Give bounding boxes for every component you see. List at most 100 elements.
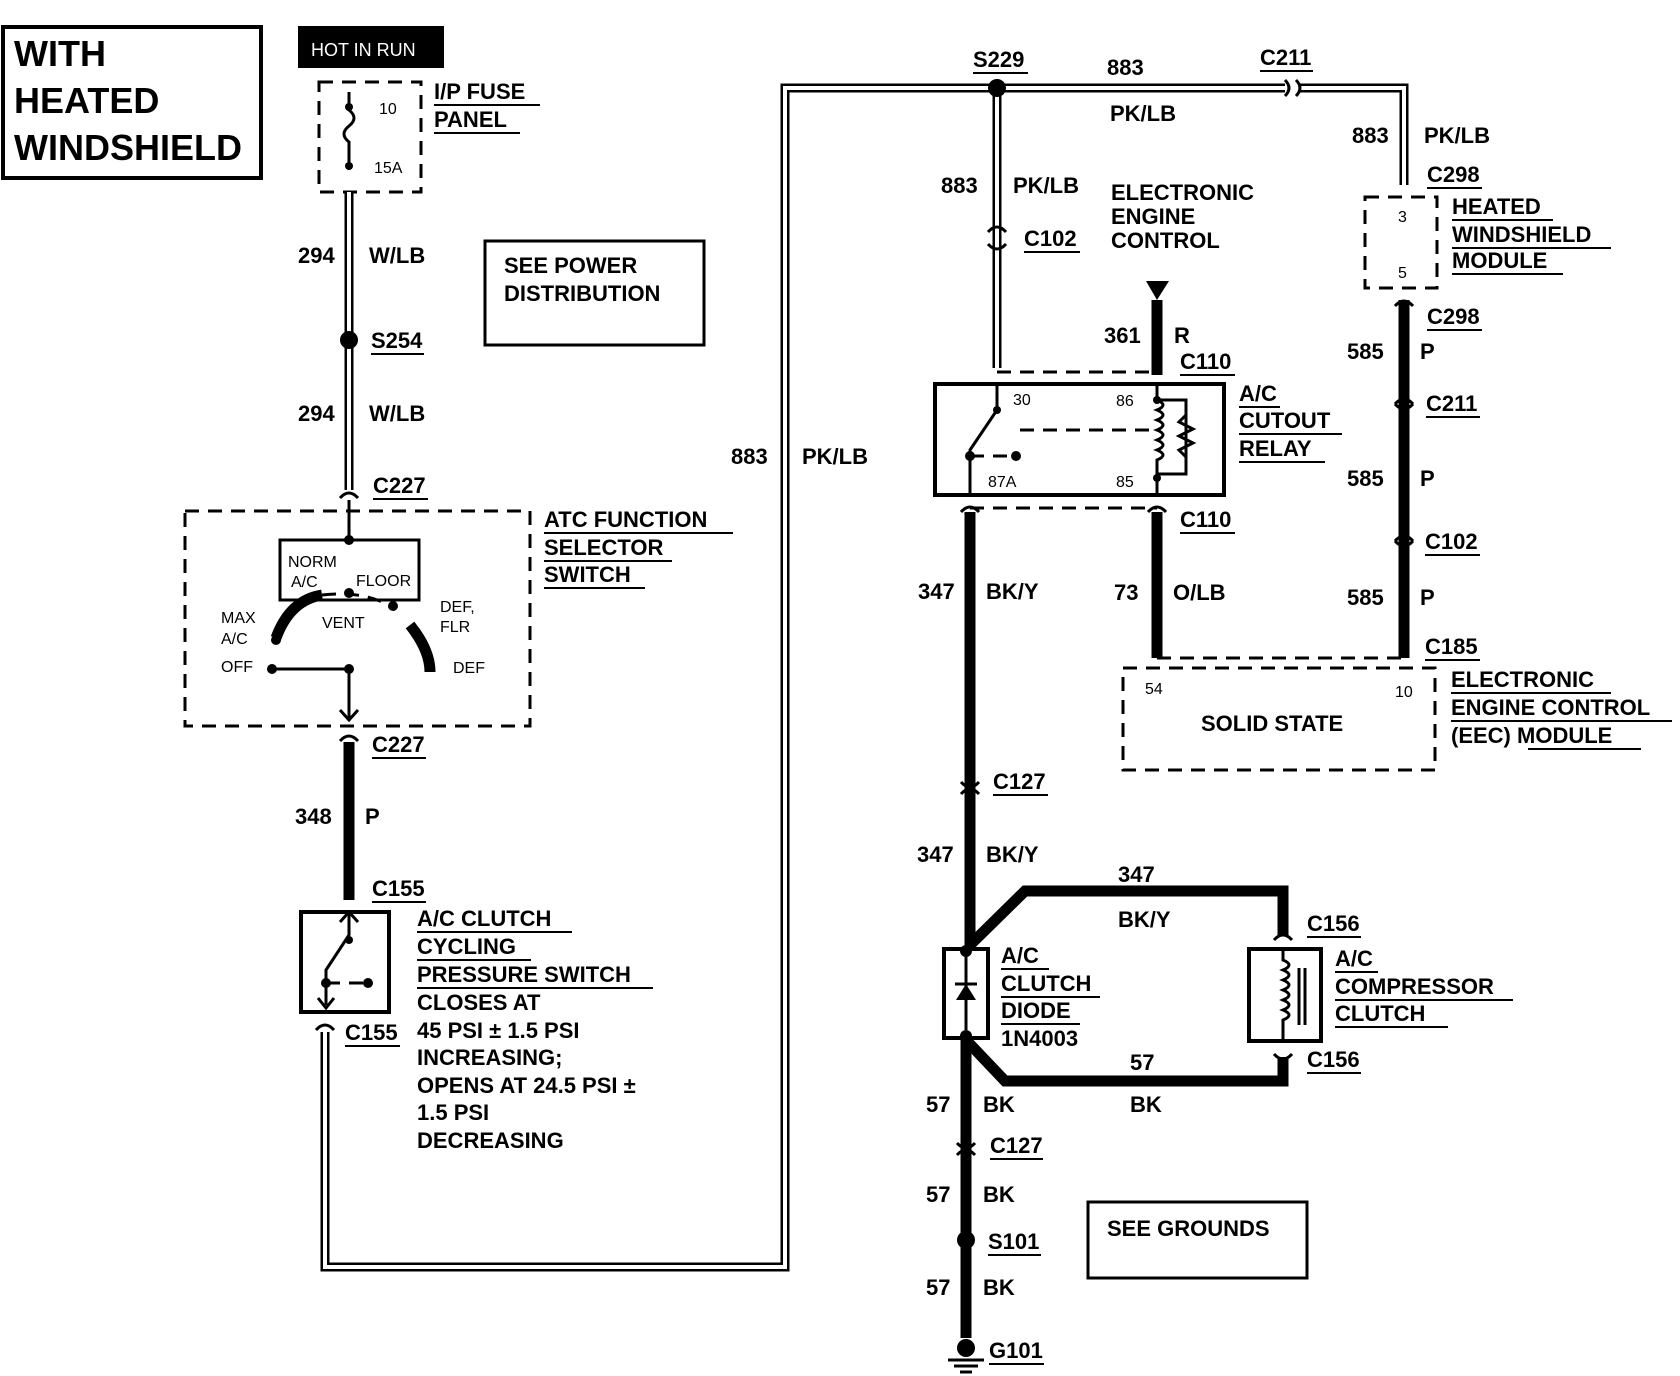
svg-text:VENT: VENT (322, 615, 365, 632)
svg-text:CLUTCH: CLUTCH (1001, 971, 1091, 996)
svg-text:ATC FUNCTION: ATC FUNCTION (544, 507, 707, 532)
w294b-num: 294 (298, 401, 335, 426)
svg-text:585: 585 (1347, 466, 1384, 491)
svg-text:57: 57 (926, 1275, 950, 1300)
ground-g101 (957, 1339, 975, 1357)
svg-text:585: 585 (1347, 585, 1384, 610)
fuse-panel: 10 15A I/P FUSE PANEL (317, 79, 540, 194)
ac-compressor-clutch: A/C COMPRESSOR CLUTCH (1247, 946, 1513, 1043)
svg-text:PK/LB: PK/LB (1013, 173, 1079, 198)
see-grounds-box: SEE GROUNDS (1086, 1200, 1309, 1280)
eec-module: 54 10 SOLID STATE ELECTRONIC ENGINE CONT… (1121, 666, 1672, 772)
svg-text:347: 347 (1118, 862, 1155, 887)
title-line-1: WITH (14, 33, 106, 74)
wire-883: S229 883 PK/LB C211 883 PK/LB 883 PK/LB … (320, 45, 1490, 1272)
svg-text:C211: C211 (1260, 45, 1311, 70)
svg-text:C155: C155 (345, 1020, 398, 1045)
hot-in-run-badge: HOT IN RUN (298, 26, 444, 68)
svg-text:MODULE: MODULE (1452, 248, 1547, 273)
svg-text:DISTRIBUTION: DISTRIBUTION (504, 281, 660, 306)
fuse-number: 10 (379, 101, 397, 118)
svg-text:361: 361 (1104, 323, 1141, 348)
svg-text:CLOSES AT: CLOSES AT (417, 990, 541, 1015)
svg-text:73: 73 (1114, 580, 1138, 605)
svg-text:P: P (1420, 585, 1435, 610)
see-power-distribution-box: SEE POWER DISTRIBUTION (483, 239, 706, 347)
svg-text:FLOOR: FLOOR (356, 573, 411, 590)
pressure-switch: A/C CLUTCH CYCLING PRESSURE SWITCH CLOSE… (299, 906, 653, 1153)
fuse-rating: 15A (374, 160, 403, 177)
svg-text:A/C: A/C (291, 574, 318, 591)
title-line-3: WINDSHIELD (14, 127, 242, 168)
svg-text:BK/Y: BK/Y (986, 842, 1039, 867)
svg-text:PRESSURE SWITCH: PRESSURE SWITCH (417, 962, 631, 987)
svg-text:45 PSI ± 1.5 PSI: 45 PSI ± 1.5 PSI (417, 1018, 580, 1043)
wire-294: S254 294 W/LB 294 W/LB C227 (298, 192, 428, 500)
svg-text:OFF: OFF (221, 659, 253, 676)
svg-text:DEF,: DEF, (440, 599, 475, 616)
svg-text:INCREASING;: INCREASING; (417, 1045, 562, 1070)
svg-text:883: 883 (1352, 123, 1389, 148)
svg-text:ELECTRONIC: ELECTRONIC (1451, 667, 1594, 692)
svg-text:C110: C110 (1180, 349, 1231, 374)
svg-text:C127: C127 (990, 1133, 1043, 1158)
svg-text:CYCLING: CYCLING (417, 934, 516, 959)
svg-text:C155: C155 (372, 876, 425, 901)
svg-text:54: 54 (1145, 681, 1163, 698)
w294b-color: W/LB (369, 401, 425, 426)
svg-text:883: 883 (731, 444, 768, 469)
svg-text:883: 883 (1107, 55, 1144, 80)
svg-text:BK: BK (983, 1182, 1015, 1207)
svg-text:BK/Y: BK/Y (986, 579, 1039, 604)
svg-text:C185: C185 (1425, 634, 1478, 659)
svg-text:A/C CLUTCH: A/C CLUTCH (417, 906, 551, 931)
svg-text:CUTOUT: CUTOUT (1239, 408, 1331, 433)
svg-text:C298: C298 (1427, 162, 1480, 187)
svg-text:A/C: A/C (221, 631, 248, 648)
svg-text:WINDSHIELD: WINDSHIELD (1452, 222, 1591, 247)
svg-text:SEE POWER: SEE POWER (504, 253, 637, 278)
svg-text:30: 30 (1013, 392, 1031, 409)
svg-text:A/C: A/C (1335, 946, 1373, 971)
svg-text:CONTROL: CONTROL (1111, 228, 1220, 253)
splice-s254 (340, 331, 358, 349)
svg-text:DECREASING: DECREASING (417, 1128, 564, 1153)
svg-text:585: 585 (1347, 339, 1384, 364)
svg-text:NORM: NORM (288, 554, 337, 571)
svg-text:5: 5 (1398, 265, 1407, 282)
svg-text:85: 85 (1116, 474, 1134, 491)
svg-text:PK/LB: PK/LB (802, 444, 868, 469)
svg-text:C156: C156 (1307, 1047, 1360, 1072)
svg-text:C102: C102 (1024, 226, 1077, 251)
svg-text:SELECTOR: SELECTOR (544, 535, 664, 560)
svg-text:P: P (1420, 339, 1435, 364)
svg-text:C227: C227 (372, 732, 425, 757)
wire-57: C156 57 BK 57 BK C127 57 BK S101 57 BK G… (926, 1036, 1361, 1374)
svg-text:C298: C298 (1427, 304, 1480, 329)
svg-text:3: 3 (1398, 209, 1407, 226)
svg-text:PK/LB: PK/LB (1424, 123, 1490, 148)
wire-348: C227 348 P C155 (295, 732, 426, 903)
svg-text:347: 347 (918, 579, 955, 604)
svg-text:P: P (1420, 466, 1435, 491)
svg-text:C127: C127 (993, 769, 1046, 794)
svg-text:SEE GROUNDS: SEE GROUNDS (1107, 1216, 1270, 1241)
svg-text:86: 86 (1116, 393, 1134, 410)
fuse-panel-label-2: PANEL (434, 107, 507, 132)
svg-text:S229: S229 (973, 47, 1024, 72)
svg-text:57: 57 (1130, 1050, 1154, 1075)
svg-text:RELAY: RELAY (1239, 436, 1312, 461)
svg-text:347: 347 (917, 842, 954, 867)
svg-text:P: P (365, 804, 380, 829)
svg-text:A/C: A/C (1001, 943, 1039, 968)
wire-73: C110 73 O/LB (970, 505, 1235, 658)
svg-text:1N4003: 1N4003 (1001, 1026, 1078, 1051)
svg-text:57: 57 (926, 1182, 950, 1207)
svg-text:ENGINE: ENGINE (1111, 204, 1195, 229)
svg-text:1.5 PSI: 1.5 PSI (417, 1100, 489, 1125)
svg-text:10: 10 (1395, 684, 1413, 701)
svg-text:C110: C110 (1180, 507, 1231, 532)
title-box: WITH HEATED WINDSHIELD (1, 25, 263, 180)
svg-text:MAX: MAX (221, 610, 256, 627)
